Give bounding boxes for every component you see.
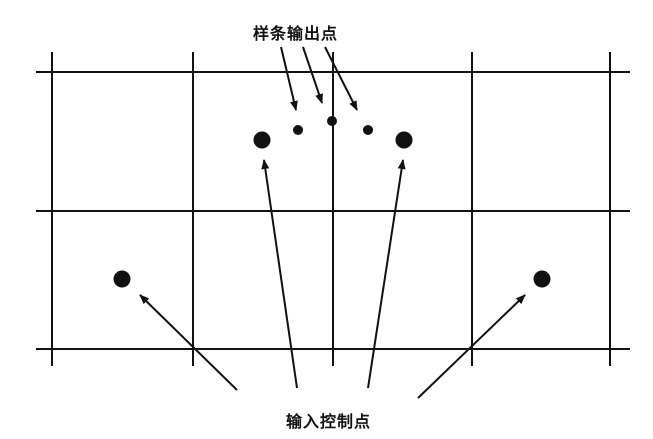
control-point bbox=[395, 131, 413, 149]
control-point-arrow bbox=[139, 294, 238, 391]
control-point bbox=[113, 270, 131, 288]
control-point bbox=[533, 270, 551, 288]
output-point bbox=[363, 125, 373, 135]
output-point bbox=[327, 116, 337, 126]
output-point-arrow bbox=[280, 46, 298, 111]
grid bbox=[36, 52, 630, 366]
control-point bbox=[253, 131, 271, 149]
output-point-arrow bbox=[324, 46, 358, 111]
arrows bbox=[139, 46, 526, 399]
control-point-arrow bbox=[417, 294, 526, 399]
output-point-arrow bbox=[302, 46, 323, 104]
output-point bbox=[293, 125, 303, 135]
control-point-arrow bbox=[261, 159, 298, 389]
control-point-arrow bbox=[367, 159, 406, 389]
spline-output-points-label: 样条输出点 bbox=[253, 24, 339, 43]
points bbox=[113, 116, 551, 288]
input-control-points-label: 输入控制点 bbox=[286, 412, 372, 431]
